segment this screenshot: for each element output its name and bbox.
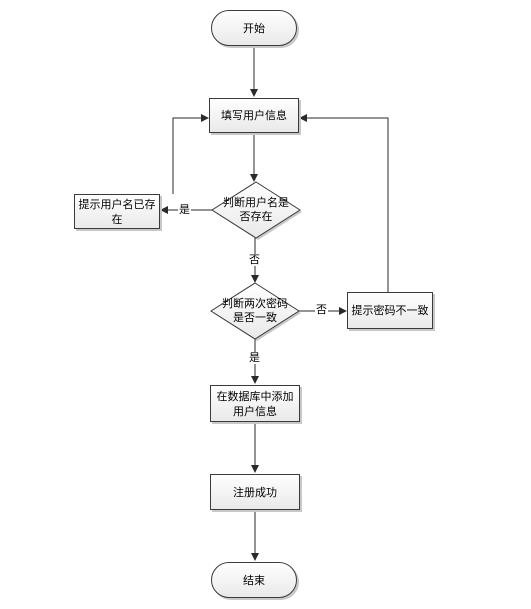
edge-label-username-no: 否 — [248, 253, 261, 266]
check-username-label: 判断用户名是 否存在 — [223, 196, 289, 223]
success-label: 注册成功 — [233, 485, 277, 499]
success-node: 注册成功 — [210, 474, 300, 510]
username-exists-node: 提示用户名已存 在 — [74, 194, 160, 229]
fill-info-node: 填写用户信息 — [209, 98, 299, 133]
edge-label-password-no: 否 — [315, 303, 328, 316]
edge-label-password-yes: 是 — [248, 351, 261, 364]
check-password-label: 判断两次密码 是否一致 — [222, 297, 288, 324]
start-node: 开始 — [211, 10, 297, 46]
fill-info-label: 填写用户信息 — [221, 109, 287, 122]
add-to-db-label: 在数据库中添加 用户信息 — [216, 389, 294, 418]
end-node: 结束 — [211, 562, 297, 598]
edge-mismatch-loop — [299, 114, 389, 292]
add-to-db-node: 在数据库中添加 用户信息 — [210, 385, 300, 422]
end-node-label: 结束 — [243, 573, 265, 587]
password-mismatch-node: 提示密码不一致 — [347, 292, 433, 329]
edge-label-username-yes: 是 — [178, 203, 191, 216]
username-exists-label: 提示用户名已存 在 — [78, 197, 156, 226]
start-node-label: 开始 — [243, 21, 265, 35]
diamond-check-username-shape — [211, 181, 301, 239]
password-mismatch-label: 提示密码不一致 — [351, 304, 429, 317]
edge-username-exists-loop — [172, 114, 209, 194]
